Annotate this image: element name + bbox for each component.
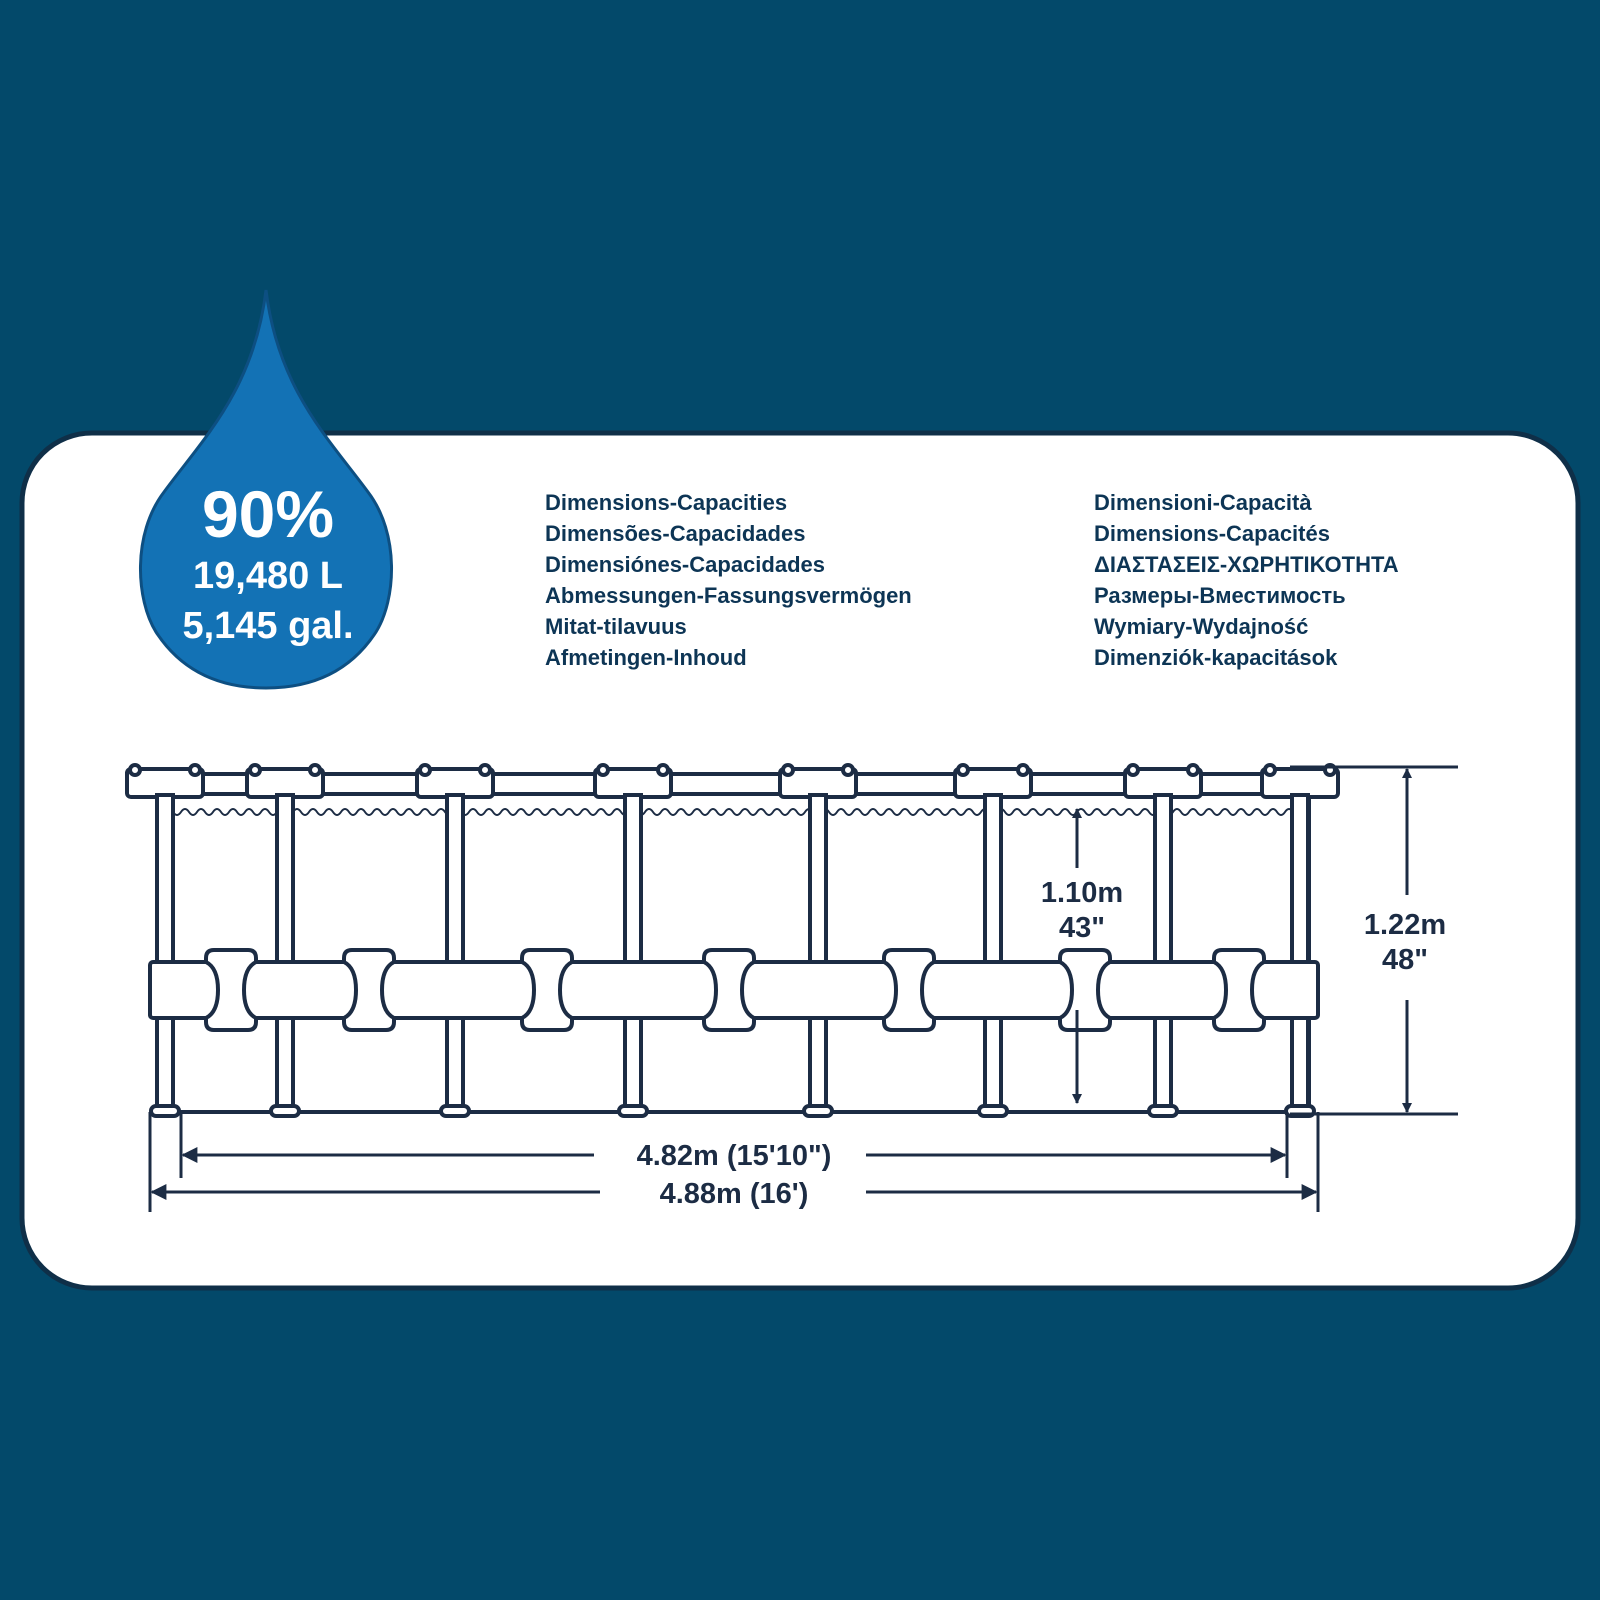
joint-rivet	[956, 763, 970, 777]
water-height-m-label: 1.10m	[1041, 877, 1123, 909]
dimension-lines	[148, 765, 1458, 1212]
joint-rivet	[478, 763, 492, 777]
heading-nl: Afmetingen-Inhoud	[545, 645, 747, 670]
leg-foot	[802, 1104, 834, 1118]
headings-left-column: Dimensions-Capacities Dimensões-Capacida…	[545, 490, 912, 670]
drop-gallons: 5,145 gal.	[182, 605, 353, 647]
water-surface-wave	[164, 808, 1302, 816]
pool-height-m-label: 1.22m	[1364, 909, 1446, 941]
belt-clip	[204, 948, 258, 1032]
heading-es: Dimensiónes-Capacidades	[545, 552, 825, 577]
joint-rivet	[128, 763, 142, 777]
heading-de: Abmessungen-Fassungsvermögen	[545, 583, 912, 608]
belt-clip	[702, 948, 756, 1032]
leg-foot	[439, 1104, 471, 1118]
heading-hu: Dimenziók-kapacitások	[1094, 645, 1338, 670]
frame-leg	[623, 793, 643, 1112]
joint-rivet	[841, 763, 855, 777]
belt-clip	[1058, 948, 1112, 1032]
joint-rivet	[1126, 763, 1140, 777]
pool-frame-drawing	[125, 763, 1340, 1118]
heading-ru: Размеры-Вместимость	[1094, 583, 1346, 608]
belt-clip	[882, 948, 936, 1032]
dimension-labels: 1.10m 43" 1.22m 48" 4.82m (15'10") 4.88m…	[637, 872, 1446, 1210]
headings-right-column: Dimensioni-Capacità Dimensions-Capacités…	[1094, 490, 1399, 670]
joint-rivet	[1186, 763, 1200, 777]
belt-clip	[520, 948, 574, 1032]
heading-pt: Dimensões-Capacidades	[545, 521, 805, 546]
leg-foot	[977, 1104, 1009, 1118]
drop-percent: 90%	[202, 477, 334, 551]
belt-clip	[342, 948, 396, 1032]
joint-rivet	[188, 763, 202, 777]
heading-en: Dimensions-Capacities	[545, 490, 787, 515]
belt-clip	[1212, 948, 1266, 1032]
frame-leg	[155, 793, 175, 1112]
heading-pl: Wymiary-Wydajność	[1094, 614, 1308, 639]
water-drop-icon: 90% 19,480 L 5,145 gal.	[138, 289, 394, 690]
frame-leg	[275, 793, 295, 1112]
joint-rivet	[1263, 763, 1277, 777]
joint-rivet	[781, 763, 795, 777]
heading-el: ΔΙΑΣΤΑΣΕΙΣ-ΧΩΡΗΤΙΚΟΤΗΤΑ	[1094, 552, 1399, 577]
frame-leg	[1290, 793, 1310, 1112]
pool-height-in-label: 48"	[1382, 944, 1428, 976]
drop-liters: 19,480 L	[193, 555, 343, 597]
outer-width-label: 4.88m (16')	[660, 1178, 809, 1210]
inner-width-label: 4.82m (15'10")	[637, 1140, 832, 1172]
heading-it: Dimensioni-Capacità	[1094, 490, 1312, 515]
leg-foot	[269, 1104, 301, 1118]
water-height-in-label: 43"	[1059, 912, 1105, 944]
joint-rivet	[248, 763, 262, 777]
frame-leg	[1153, 793, 1173, 1112]
heading-fi: Mitat-tilavuus	[545, 614, 687, 639]
leg-foot	[149, 1104, 181, 1118]
joint-rivet	[656, 763, 670, 777]
frame-leg	[445, 793, 465, 1112]
leg-foot	[1147, 1104, 1179, 1118]
joint-rivet	[308, 763, 322, 777]
joint-rivet	[418, 763, 432, 777]
frame-leg	[808, 793, 828, 1112]
frame-leg	[983, 793, 1003, 1112]
leg-foot	[617, 1104, 649, 1118]
heading-fr: Dimensions-Capacités	[1094, 521, 1330, 546]
joint-rivet	[1016, 763, 1030, 777]
joint-rivet	[596, 763, 610, 777]
